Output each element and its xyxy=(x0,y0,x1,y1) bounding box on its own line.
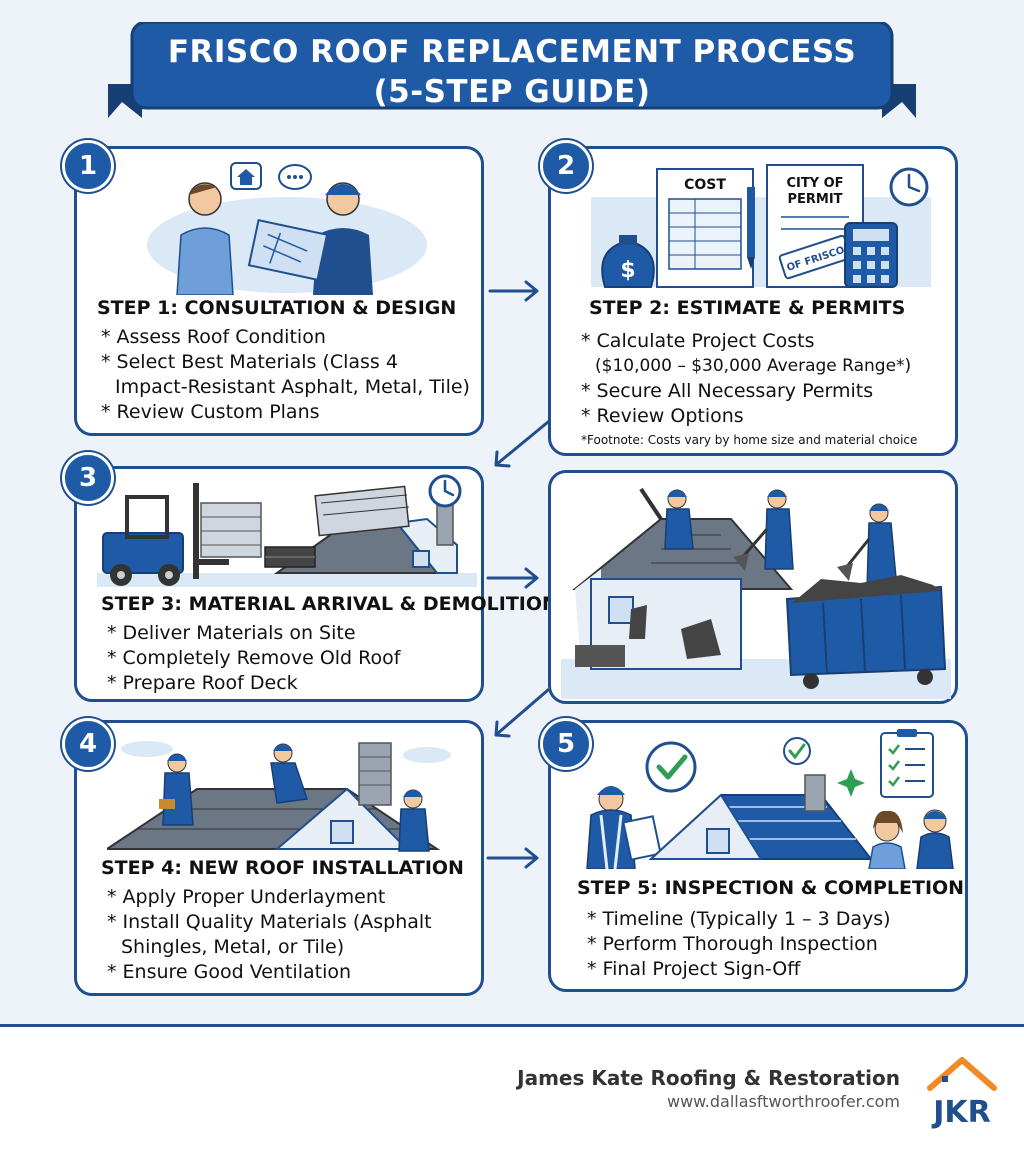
pen-icon xyxy=(747,187,755,257)
bullet: * Deliver Materials on Site xyxy=(107,622,356,644)
arrow-diag-2 xyxy=(495,688,550,736)
worker-1 xyxy=(639,487,694,550)
worker xyxy=(916,809,954,869)
flow-arrows xyxy=(486,280,550,869)
bullet: * Prepare Roof Deck xyxy=(107,672,298,694)
bullet: * Timeline (Typically 1 – 3 Days) xyxy=(587,908,891,930)
sparkle-icon xyxy=(837,769,865,797)
forklift xyxy=(102,483,262,586)
clock-icon xyxy=(428,474,462,508)
check-small-icon xyxy=(783,737,811,765)
bullet: * Completely Remove Old Roof xyxy=(107,647,401,669)
inspection-illustration xyxy=(586,729,954,869)
bullet: * Final Project Sign-Off xyxy=(587,958,801,980)
estimate-illustration: $ COST CITY OF PERMIT OF FRISCO xyxy=(591,164,931,288)
cost-label: COST xyxy=(684,177,726,193)
calculator-icon xyxy=(844,222,898,288)
step-title: STEP 2: ESTIMATE & PERMITS xyxy=(589,297,906,319)
money-bag-icon: $ xyxy=(601,235,655,288)
bullet-continuation: ($10,000 – $30,000 Average Range*) xyxy=(595,356,912,376)
step-title: STEP 4: NEW ROOF INSTALLATION xyxy=(101,857,464,879)
dollar-label: $ xyxy=(620,258,635,283)
step-bullets: * Calculate Project Costs ($10,000 – $30… xyxy=(581,329,911,429)
inspector xyxy=(586,786,662,869)
page-subtitle: (5-STEP GUIDE) xyxy=(373,74,651,110)
city-of-label: CITY OF xyxy=(786,176,843,191)
bullet: * Apply Proper Underlayment xyxy=(107,886,386,908)
inspection-clipboard xyxy=(622,815,662,861)
step-title: STEP 1: CONSULTATION & DESIGN xyxy=(97,297,457,319)
window xyxy=(608,596,634,624)
house-roof xyxy=(264,485,458,574)
worker-1 xyxy=(159,753,194,826)
title-banner: FRISCO ROOF REPLACEMENT PROCESS (5-STEP … xyxy=(108,22,916,118)
homeowner xyxy=(868,810,906,869)
chimney xyxy=(358,742,392,806)
step-number-badge-4: 4 xyxy=(62,718,114,770)
window xyxy=(330,820,354,844)
step-title: STEP 5: INSPECTION & COMPLETION xyxy=(577,877,965,899)
worker-2 xyxy=(270,743,308,804)
bullet: * Perform Thorough Inspection xyxy=(587,933,878,955)
step-card-1: STEP 1: CONSULTATION & DESIGN * Assess R… xyxy=(74,146,484,436)
step-bullets: * Assess Roof Condition * Select Best Ma… xyxy=(101,325,470,425)
worker-3 xyxy=(837,503,898,590)
new-roof-house xyxy=(648,774,874,860)
arrow-diag-1 xyxy=(495,420,550,466)
checklist-clipboard-icon xyxy=(880,729,934,798)
step-number-badge-2: 2 xyxy=(540,140,592,192)
installation-illustration xyxy=(107,741,451,852)
window xyxy=(706,828,730,854)
bullet: * Install Quality Materials (Asphalt xyxy=(107,911,432,933)
delivery-illustration xyxy=(97,474,477,587)
step-title: STEP 3: MATERIAL ARRIVAL & DEMOLITION xyxy=(101,593,558,615)
clock-icon xyxy=(889,167,929,207)
step-card-2: $ COST CITY OF PERMIT OF FRISCO xyxy=(548,146,958,456)
bullet: * Ensure Good Ventilation xyxy=(107,961,352,983)
cost-sheet-icon: COST xyxy=(656,168,754,288)
step-card-3: STEP 3: MATERIAL ARRIVAL & DEMOLITION * … xyxy=(74,466,558,702)
bullet: * Assess Roof Condition xyxy=(101,326,326,348)
permit-label: PERMIT xyxy=(787,192,842,207)
company-website-link[interactable]: www.dallasftworthroofer.com xyxy=(666,1092,900,1111)
step-number-badge-1: 1 xyxy=(62,140,114,192)
cost-footnote: *Footnote: Costs vary by home size and m… xyxy=(581,433,918,447)
page-title: FRISCO ROOF REPLACEMENT PROCESS xyxy=(167,34,857,70)
check-circle-icon xyxy=(645,741,697,793)
company-name: James Kate Roofing & Restoration xyxy=(517,1066,900,1090)
chimney xyxy=(804,774,826,812)
step-bullets: * Apply Proper Underlayment * Install Qu… xyxy=(107,885,432,985)
company-logo: JKR xyxy=(927,1057,997,1130)
bullet-continuation: Impact-Resistant Asphalt, Metal, Tile) xyxy=(115,376,470,398)
window xyxy=(412,550,430,568)
worker-2 xyxy=(733,489,794,571)
bullet: * Secure All Necessary Permits xyxy=(581,380,874,402)
demolition-illustration xyxy=(561,487,951,699)
footer-divider xyxy=(0,1024,1024,1027)
house-roof xyxy=(107,742,441,850)
footer xyxy=(0,1027,1024,1154)
consultation-illustration xyxy=(147,162,427,295)
bullet-continuation: Shingles, Metal, or Tile) xyxy=(121,936,345,958)
roof-logo-icon xyxy=(927,1057,997,1091)
bullet: * Review Custom Plans xyxy=(101,401,320,423)
dumpster xyxy=(785,575,947,689)
worker-3 xyxy=(398,789,430,852)
step-number-badge-3: 3 xyxy=(62,452,114,504)
step-number-badge-5: 5 xyxy=(540,718,592,770)
bullet: * Calculate Project Costs xyxy=(581,330,815,352)
demolition-card xyxy=(548,470,958,704)
bullet: * Review Options xyxy=(581,405,744,427)
step-bullets: * Timeline (Typically 1 – 3 Days) * Perf… xyxy=(587,907,891,982)
logo-text: JKR xyxy=(931,1095,991,1130)
debris xyxy=(575,605,721,667)
step-card-5: STEP 5: INSPECTION & COMPLETION * Timeli… xyxy=(548,720,968,992)
bullet: * Select Best Materials (Class 4 xyxy=(101,351,398,373)
material-stack xyxy=(200,502,262,558)
step-bullets: * Deliver Materials on Site * Completely… xyxy=(107,621,400,696)
step-card-4: STEP 4: NEW ROOF INSTALLATION * Apply Pr… xyxy=(74,720,484,996)
